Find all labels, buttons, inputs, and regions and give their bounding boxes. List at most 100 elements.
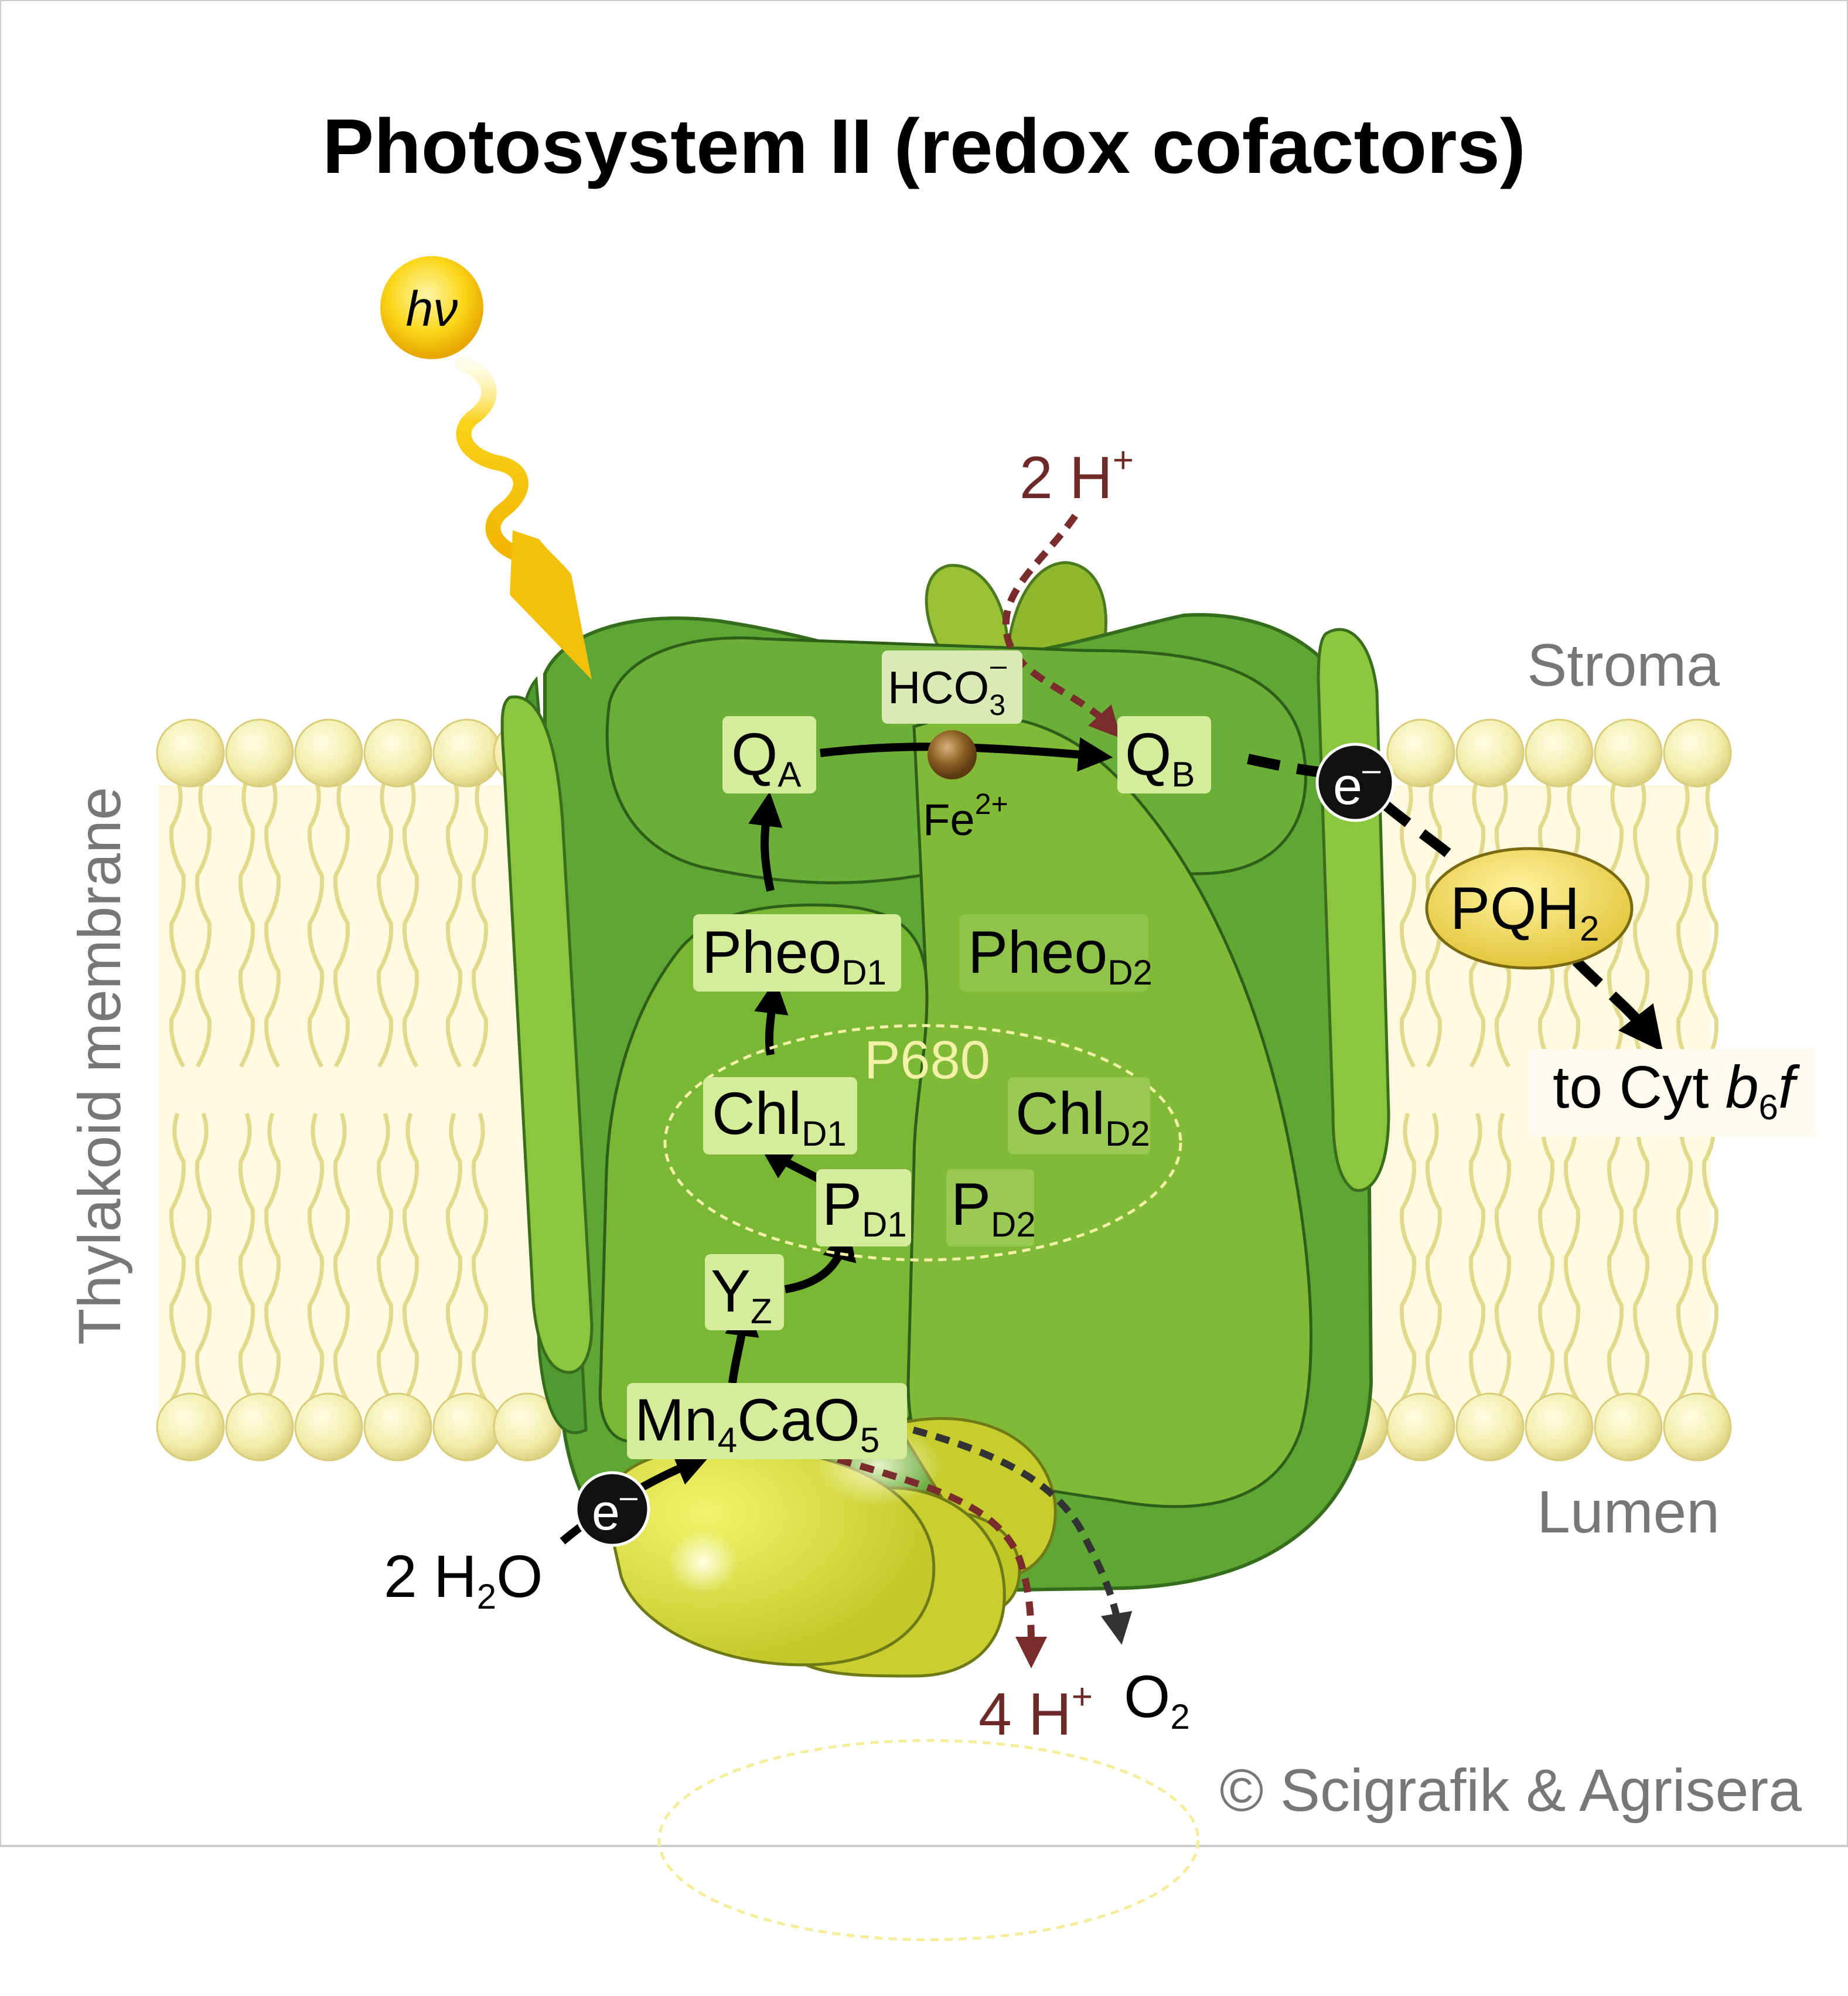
lipid-tail — [264, 778, 281, 1068]
stroma-label: Stroma — [1527, 632, 1720, 699]
lipid-tail — [376, 778, 394, 1068]
lipid-tail — [333, 778, 350, 1068]
pqh2-to-cyt-arrow — [1572, 957, 1663, 1052]
lipid-tail — [307, 778, 325, 1068]
lipid-tail — [402, 1112, 420, 1402]
hco3-label: HCO3– — [888, 649, 1007, 721]
lumen-label: Lumen — [1537, 1479, 1720, 1545]
proton-release-arrow — [837, 1456, 1047, 1668]
cofactor-labels: QA QB HCO3– Fe2+ PheoD1 PheoD2 P680 ChlD… — [627, 649, 1211, 1460]
lipid-tail — [445, 1112, 463, 1402]
psii-complex — [500, 561, 1390, 1678]
lipid-head — [432, 1392, 502, 1462]
chl-d1-box — [703, 1077, 857, 1154]
oxygen-label: O2 — [1124, 1663, 1190, 1736]
p680-label: P680 — [864, 1030, 990, 1090]
lipid-tail — [471, 1112, 489, 1402]
electron-icon — [1315, 742, 1395, 822]
lipid-head — [1455, 718, 1525, 788]
lipid-head — [156, 718, 225, 788]
protons-bottom-label: 4 H+ — [978, 1677, 1093, 1748]
lipid-tail — [376, 1112, 394, 1402]
qb-box — [1117, 716, 1211, 793]
electron-icon — [574, 1471, 650, 1547]
water-label: 2 H2O — [384, 1543, 543, 1616]
lipid-head — [1525, 718, 1594, 788]
oxygen-release-arrow — [889, 1421, 1133, 1645]
chl-d2-label: ChlD2 — [1015, 1080, 1150, 1153]
yz-label: YZ — [711, 1258, 772, 1331]
electron-top: e– — [1315, 742, 1395, 822]
pd2-label: PD2 — [951, 1171, 1036, 1244]
lipid-tail — [1468, 1112, 1486, 1402]
lipid-tail — [1537, 1112, 1555, 1402]
lipid-tail — [195, 778, 212, 1068]
electron-top-label: e– — [1333, 751, 1381, 816]
pd2-box — [946, 1169, 1034, 1246]
lipid-tail — [1494, 1112, 1512, 1402]
stroma-subunit-right — [1006, 561, 1107, 658]
mn-cluster-label: Mn4CaO5 — [635, 1387, 879, 1460]
lipid-tail — [264, 1112, 281, 1402]
lipid-tail — [402, 778, 420, 1068]
pd1-label: PD1 — [822, 1171, 907, 1244]
lumen-highlight — [668, 1530, 738, 1594]
membrane-label: Thylakoid membrane — [66, 787, 133, 1345]
lipid-head — [156, 1392, 225, 1462]
pqh2-label: PQH2 — [1450, 875, 1599, 948]
photon-label: hν — [406, 281, 458, 336]
lipid-bilayer — [156, 718, 1732, 1462]
yz-box — [705, 1254, 784, 1330]
lipid-head — [294, 718, 363, 788]
lipid-head — [1455, 1392, 1525, 1462]
hco3-box — [882, 650, 1022, 724]
lipid-tail — [307, 1112, 325, 1402]
pheo-d1-label: PheoD1 — [702, 919, 887, 992]
lipid-tail — [1702, 1112, 1719, 1402]
lipid-tail — [1676, 778, 1693, 1068]
lipid-tail — [1702, 778, 1719, 1068]
mn-cluster-box — [627, 1383, 907, 1459]
lipid-head — [1594, 1392, 1663, 1462]
lipid-head — [1663, 718, 1732, 788]
electron-bottom: e– — [574, 1471, 650, 1547]
pqh2-molecule — [1425, 847, 1634, 970]
lipid-head — [363, 718, 432, 788]
lipid-head — [1386, 1392, 1455, 1462]
iron-atom — [928, 730, 977, 779]
lipid-tail — [1399, 778, 1417, 1068]
photon-sun-icon — [380, 256, 483, 359]
lipid-head — [363, 1392, 432, 1462]
lipid-tail — [1563, 1112, 1581, 1402]
lipid-head — [225, 718, 294, 788]
lipid-tail — [445, 778, 463, 1068]
lipid-head — [1386, 718, 1455, 788]
photon-wave — [455, 356, 535, 564]
qa-box — [722, 716, 816, 793]
pheo-d1-box — [693, 914, 901, 992]
protons-top-label: 2 H+ — [1020, 440, 1134, 511]
lipid-tail — [169, 1112, 186, 1402]
electron-bottom-label: e– — [592, 1479, 637, 1541]
left-helix-subunit — [500, 695, 594, 1374]
page-title: Photosystem II (redox cofactors) — [322, 103, 1526, 189]
lipid-tail — [471, 778, 489, 1068]
yz-to-pd1-arrow — [784, 1225, 857, 1293]
lipid-tail — [1399, 1112, 1417, 1402]
qa-label: QA — [731, 721, 801, 794]
lipid-tail — [1607, 1112, 1624, 1402]
cyt-label: to Cyt b6f — [1553, 1054, 1801, 1127]
chl-d2-box — [1008, 1077, 1150, 1154]
p680-boundary — [663, 1024, 1182, 1262]
lipid-tail — [195, 1112, 212, 1402]
lipid-head — [1594, 718, 1663, 788]
proton-uptake-arrow — [1002, 513, 1121, 738]
lower-dotted-ellipse — [657, 1739, 1200, 1941]
lipid-tail — [238, 778, 255, 1068]
qb-label: QB — [1125, 721, 1195, 794]
lipid-tail — [1425, 1112, 1443, 1402]
photon-arrow-icon — [510, 530, 592, 680]
lipid-tail — [1676, 1112, 1693, 1402]
